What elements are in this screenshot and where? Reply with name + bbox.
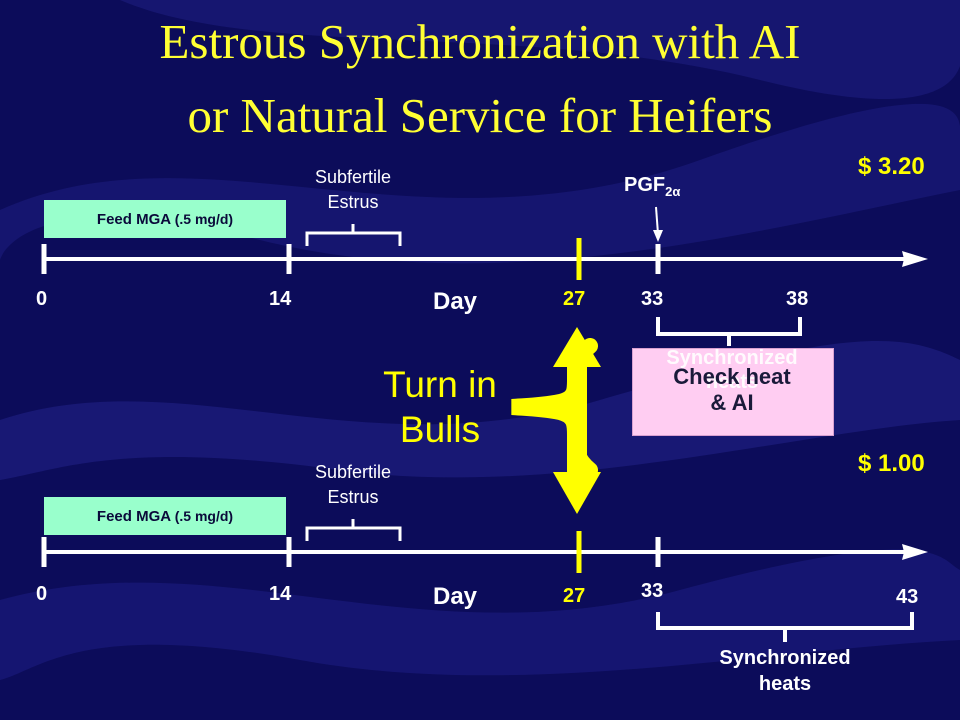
top-sync-line2: heats	[705, 371, 759, 393]
bottom-tick-label-33: 33	[641, 580, 664, 602]
title-line-1: Estrous Synchronization with AI	[159, 14, 801, 69]
top-sync-label: Synchronized heats	[632, 346, 832, 394]
bulls-arrow-down-head	[553, 472, 601, 514]
bulls-line1: Turn in	[383, 364, 497, 405]
pgf-label: PGF2α	[624, 174, 680, 199]
top-tick-label-27: 27	[563, 288, 586, 310]
check-heat-line2: & AI	[710, 390, 754, 415]
bottom-tick-label-14: 14	[269, 583, 292, 605]
bottom-axis-arrowhead	[902, 544, 928, 560]
top-feed-dose: (.5 mg/d)	[174, 211, 234, 227]
top-tick-label-0: 0	[36, 288, 48, 310]
bottom-price: $ 1.00	[858, 450, 925, 477]
top-tick-label-38: 38	[786, 288, 809, 310]
bulls-arrow-up-head	[553, 327, 601, 367]
check-heat-line1: Check heat	[673, 364, 791, 389]
top-subfertile-line1: Subfertile	[314, 167, 392, 187]
bottom-sync-label: Synchronized heats	[680, 645, 890, 697]
bottom-subfertile-line1: Subfertile	[314, 462, 392, 482]
top-axis-arrowhead	[902, 251, 928, 267]
top-sync-bracket	[656, 317, 802, 346]
bottom-day-label: Day	[433, 583, 478, 610]
pgf-subscript: 2α	[665, 184, 681, 199]
bottom-feed-label: Feed MGA	[96, 508, 171, 525]
top-sync-line1: Synchronized	[666, 347, 798, 369]
bottom-sync-bracket	[656, 612, 914, 642]
bottom-tick-label-43: 43	[896, 586, 919, 608]
check-heat-box	[632, 348, 834, 436]
top-subfertile-line2: Estrus	[327, 192, 379, 212]
top-feed-label: Feed MGA	[96, 211, 171, 228]
pgf-arrow-head	[653, 230, 663, 242]
bottom-sync-line2: heats	[758, 673, 812, 695]
bottom-subfertile-bracket	[305, 519, 402, 541]
top-tick-label-33: 33	[641, 288, 664, 310]
bottom-tick-label-27: 27	[563, 585, 586, 607]
bottom-subfertile-label: Subfertile Estrus	[305, 460, 401, 510]
bottom-sync-line1: Synchronized	[719, 647, 851, 669]
bulls-line2: Bulls	[399, 409, 481, 450]
bottom-feed-dose: (.5 mg/d)	[174, 508, 234, 524]
check-heat-label: Check heat & AI	[632, 364, 832, 416]
turn-in-bulls-label: Turn in Bulls	[360, 362, 520, 452]
top-tick-label-14: 14	[269, 288, 292, 310]
top-price: $ 3.20	[858, 153, 925, 180]
pgf-text: PGF	[624, 174, 666, 196]
top-subfertile-bracket	[305, 224, 402, 246]
bottom-subfertile-line2: Estrus	[327, 487, 379, 507]
bottom-feed-mga-box: Feed MGA (.5 mg/d)	[44, 497, 286, 535]
title-line-2: or Natural Service for Heifers	[187, 88, 773, 143]
top-subfertile-label: Subfertile Estrus	[305, 165, 401, 215]
pgf-arrow-shaft	[655, 206, 659, 235]
top-feed-mga-box: Feed MGA (.5 mg/d)	[44, 200, 286, 238]
top-day-label: Day	[433, 288, 478, 315]
bottom-tick-label-0: 0	[36, 583, 48, 605]
